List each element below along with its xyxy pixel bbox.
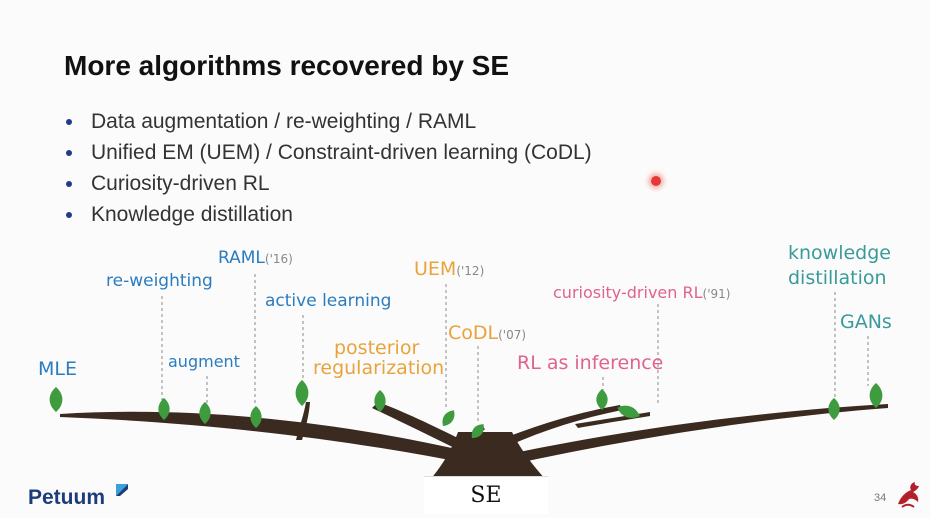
- label-gans: GANs: [840, 311, 892, 333]
- leaf-icon: [295, 380, 309, 406]
- tree-leaves: [49, 380, 883, 438]
- leaf-icon: [199, 402, 211, 424]
- leaf-icon: [471, 424, 484, 438]
- active-learning-twig: [296, 402, 310, 440]
- bullet-item: Unified EM (UEM) / Constraint-driven lea…: [66, 137, 592, 168]
- bullet-text: Curiosity-driven RL: [91, 172, 270, 195]
- leaf-icon: [374, 390, 386, 412]
- bullet-item: Knowledge distillation: [66, 199, 592, 230]
- label-curiosity: curiosity-driven RL: [553, 283, 703, 302]
- petuum-logo-text: Petuum: [28, 486, 106, 509]
- label-kd-line1: knowledge: [788, 242, 891, 264]
- bullet-item: Data augmentation / re-weighting / RAML: [66, 106, 592, 137]
- label-raml: RAML: [218, 248, 265, 268]
- label-uem-year: ('12): [456, 264, 485, 278]
- leaf-icon: [869, 383, 883, 408]
- label-augment: augment: [168, 352, 240, 371]
- leaf-icon: [596, 389, 608, 410]
- middle-left-branch: [372, 402, 470, 452]
- label-active-learning: active learning: [265, 291, 392, 311]
- label-reweighting: re-weighting: [106, 271, 213, 291]
- leaf-icon: [617, 405, 640, 418]
- left-branch: [60, 411, 470, 464]
- bullet-dot: [66, 181, 72, 187]
- middle-right-branch: [505, 405, 622, 446]
- bullet-dot: [66, 119, 72, 125]
- label-curiosity-group: curiosity-driven RL('91): [553, 285, 730, 301]
- leaf-icon: [49, 387, 63, 412]
- label-mle: MLE: [38, 358, 77, 380]
- label-codl: CoDL: [448, 322, 499, 344]
- page-number: 34: [874, 492, 887, 504]
- leaf-icon: [828, 398, 840, 420]
- bullet-list: Data augmentation / re-weighting / RAML …: [66, 106, 592, 230]
- leaf-icon: [250, 406, 262, 428]
- bullet-dot: [66, 212, 72, 218]
- se-root-label: SE: [424, 476, 548, 514]
- bullet-text: Knowledge distillation: [91, 203, 293, 226]
- label-posterior-reg-line1: posterior: [334, 337, 420, 359]
- petuum-logo-icon: [116, 484, 128, 496]
- bullet-item: Curiosity-driven RL: [66, 168, 592, 199]
- label-codl-group: CoDL('07): [448, 324, 526, 343]
- label-kd-line2: distillation: [788, 267, 887, 289]
- tree-branches: [60, 402, 888, 480]
- label-raml-year: ('16): [264, 252, 293, 266]
- leader-lines: [161, 274, 869, 424]
- label-rl-as-inference: RL as inference: [517, 352, 664, 374]
- label-uem: UEM: [414, 258, 457, 280]
- right-branch: [500, 404, 888, 466]
- leaf-icon: [442, 410, 455, 426]
- bullet-text: Data augmentation / re-weighting / RAML: [91, 110, 477, 133]
- label-uem-group: UEM('12): [414, 260, 484, 279]
- label-codl-year: ('07): [498, 328, 527, 342]
- dragon-logo-icon: [898, 482, 919, 508]
- slide-title: More algorithms recovered by SE: [64, 50, 510, 81]
- bullet-dot: [66, 150, 72, 156]
- label-raml-group: RAML('16): [218, 250, 293, 267]
- label-curiosity-year: ('91): [702, 287, 731, 301]
- leaf-icon: [158, 398, 170, 420]
- laser-pointer-dot: [651, 176, 661, 186]
- label-posterior-reg-line2: regularization: [313, 357, 445, 379]
- bullet-text: Unified EM (UEM) / Constraint-driven lea…: [91, 141, 592, 164]
